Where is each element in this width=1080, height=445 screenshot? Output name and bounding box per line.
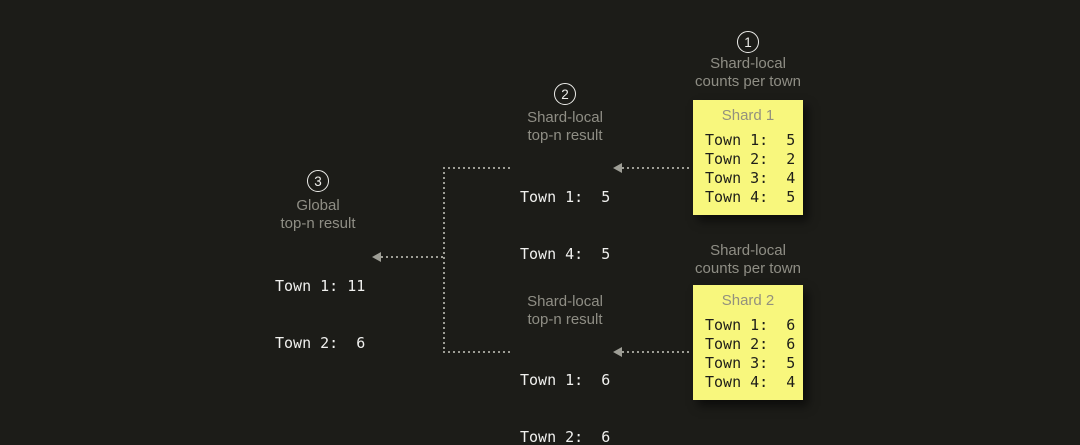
local-topn-label-bottom: Shard-local top-n result bbox=[480, 293, 650, 329]
arrowhead-shard1-to-topn bbox=[613, 163, 622, 173]
global-topn-label: Global top-n result bbox=[233, 197, 403, 233]
global-topn-result-row: Town 2: 6 bbox=[275, 334, 366, 352]
bracket-vertical-segment bbox=[443, 167, 445, 353]
local-topn-result-bottom-row: Town 2: 6 bbox=[520, 428, 611, 445]
shard1-box: Shard 1 Town 1: 5 Town 2: 2 Town 3: 4 To… bbox=[693, 100, 803, 215]
connector-shard2-to-topn bbox=[622, 351, 690, 353]
shard2-counts-label-line1: Shard-local bbox=[710, 242, 786, 259]
local-topn-result-bottom-row: Town 1: 6 bbox=[520, 371, 611, 389]
local-topn-result-bottom: Town 1: 6 Town 2: 6 bbox=[520, 333, 610, 445]
local-topn-label-top-line2: top-n result bbox=[527, 127, 603, 144]
local-topn-result-top-row: Town 1: 5 bbox=[520, 188, 611, 206]
local-topn-result-top: Town 1: 5 Town 4: 5 bbox=[520, 150, 610, 302]
shard1-row: Town 3: 4 bbox=[705, 169, 796, 187]
step3-badge: 3 bbox=[307, 170, 329, 192]
shard2-counts-label-line2: counts per town bbox=[695, 260, 801, 277]
shard2-row: Town 4: 4 bbox=[705, 373, 796, 391]
shard1-row: Town 2: 2 bbox=[705, 150, 796, 168]
step1-badge: 1 bbox=[737, 31, 759, 53]
shard2-row: Town 2: 6 bbox=[705, 335, 796, 353]
shard2-counts-label: Shard-local counts per town bbox=[663, 242, 833, 278]
shard2-row: Town 3: 5 bbox=[705, 354, 796, 372]
connector-merge-to-global bbox=[381, 256, 443, 258]
shard1-counts-label-line1: Shard-local bbox=[710, 55, 786, 72]
local-topn-label-top: Shard-local top-n result bbox=[480, 109, 650, 145]
local-topn-label-top-line1: Shard-local bbox=[527, 109, 603, 126]
shard1-counts-label: Shard-local counts per town bbox=[663, 55, 833, 91]
bracket-top-segment bbox=[443, 167, 513, 169]
arrowhead-merge-to-global bbox=[372, 252, 381, 262]
shard2-box: Shard 2 Town 1: 6 Town 2: 6 Town 3: 5 To… bbox=[693, 285, 803, 400]
global-topn-result-row: Town 1: 11 bbox=[275, 277, 366, 295]
arrowhead-shard2-to-topn bbox=[613, 347, 622, 357]
shard1-row: Town 1: 5 bbox=[705, 131, 796, 149]
shard2-title: Shard 2 bbox=[721, 292, 775, 309]
shard1-title: Shard 1 bbox=[721, 107, 775, 124]
global-topn-result: Town 1: 11 Town 2: 6 bbox=[275, 239, 365, 391]
local-topn-label-bottom-line1: Shard-local bbox=[527, 293, 603, 310]
connector-shard1-to-topn bbox=[622, 167, 690, 169]
shard1-counts-label-line2: counts per town bbox=[695, 73, 801, 90]
local-topn-result-top-row: Town 4: 5 bbox=[520, 245, 611, 263]
local-topn-label-bottom-line2: top-n result bbox=[527, 311, 603, 328]
shard1-row: Town 4: 5 bbox=[705, 188, 796, 206]
shard2-row: Town 1: 6 bbox=[705, 316, 796, 334]
step2-badge: 2 bbox=[554, 83, 576, 105]
bracket-bottom-segment bbox=[443, 351, 513, 353]
global-topn-label-line2: top-n result bbox=[280, 215, 356, 232]
global-topn-label-line1: Global bbox=[296, 197, 340, 214]
